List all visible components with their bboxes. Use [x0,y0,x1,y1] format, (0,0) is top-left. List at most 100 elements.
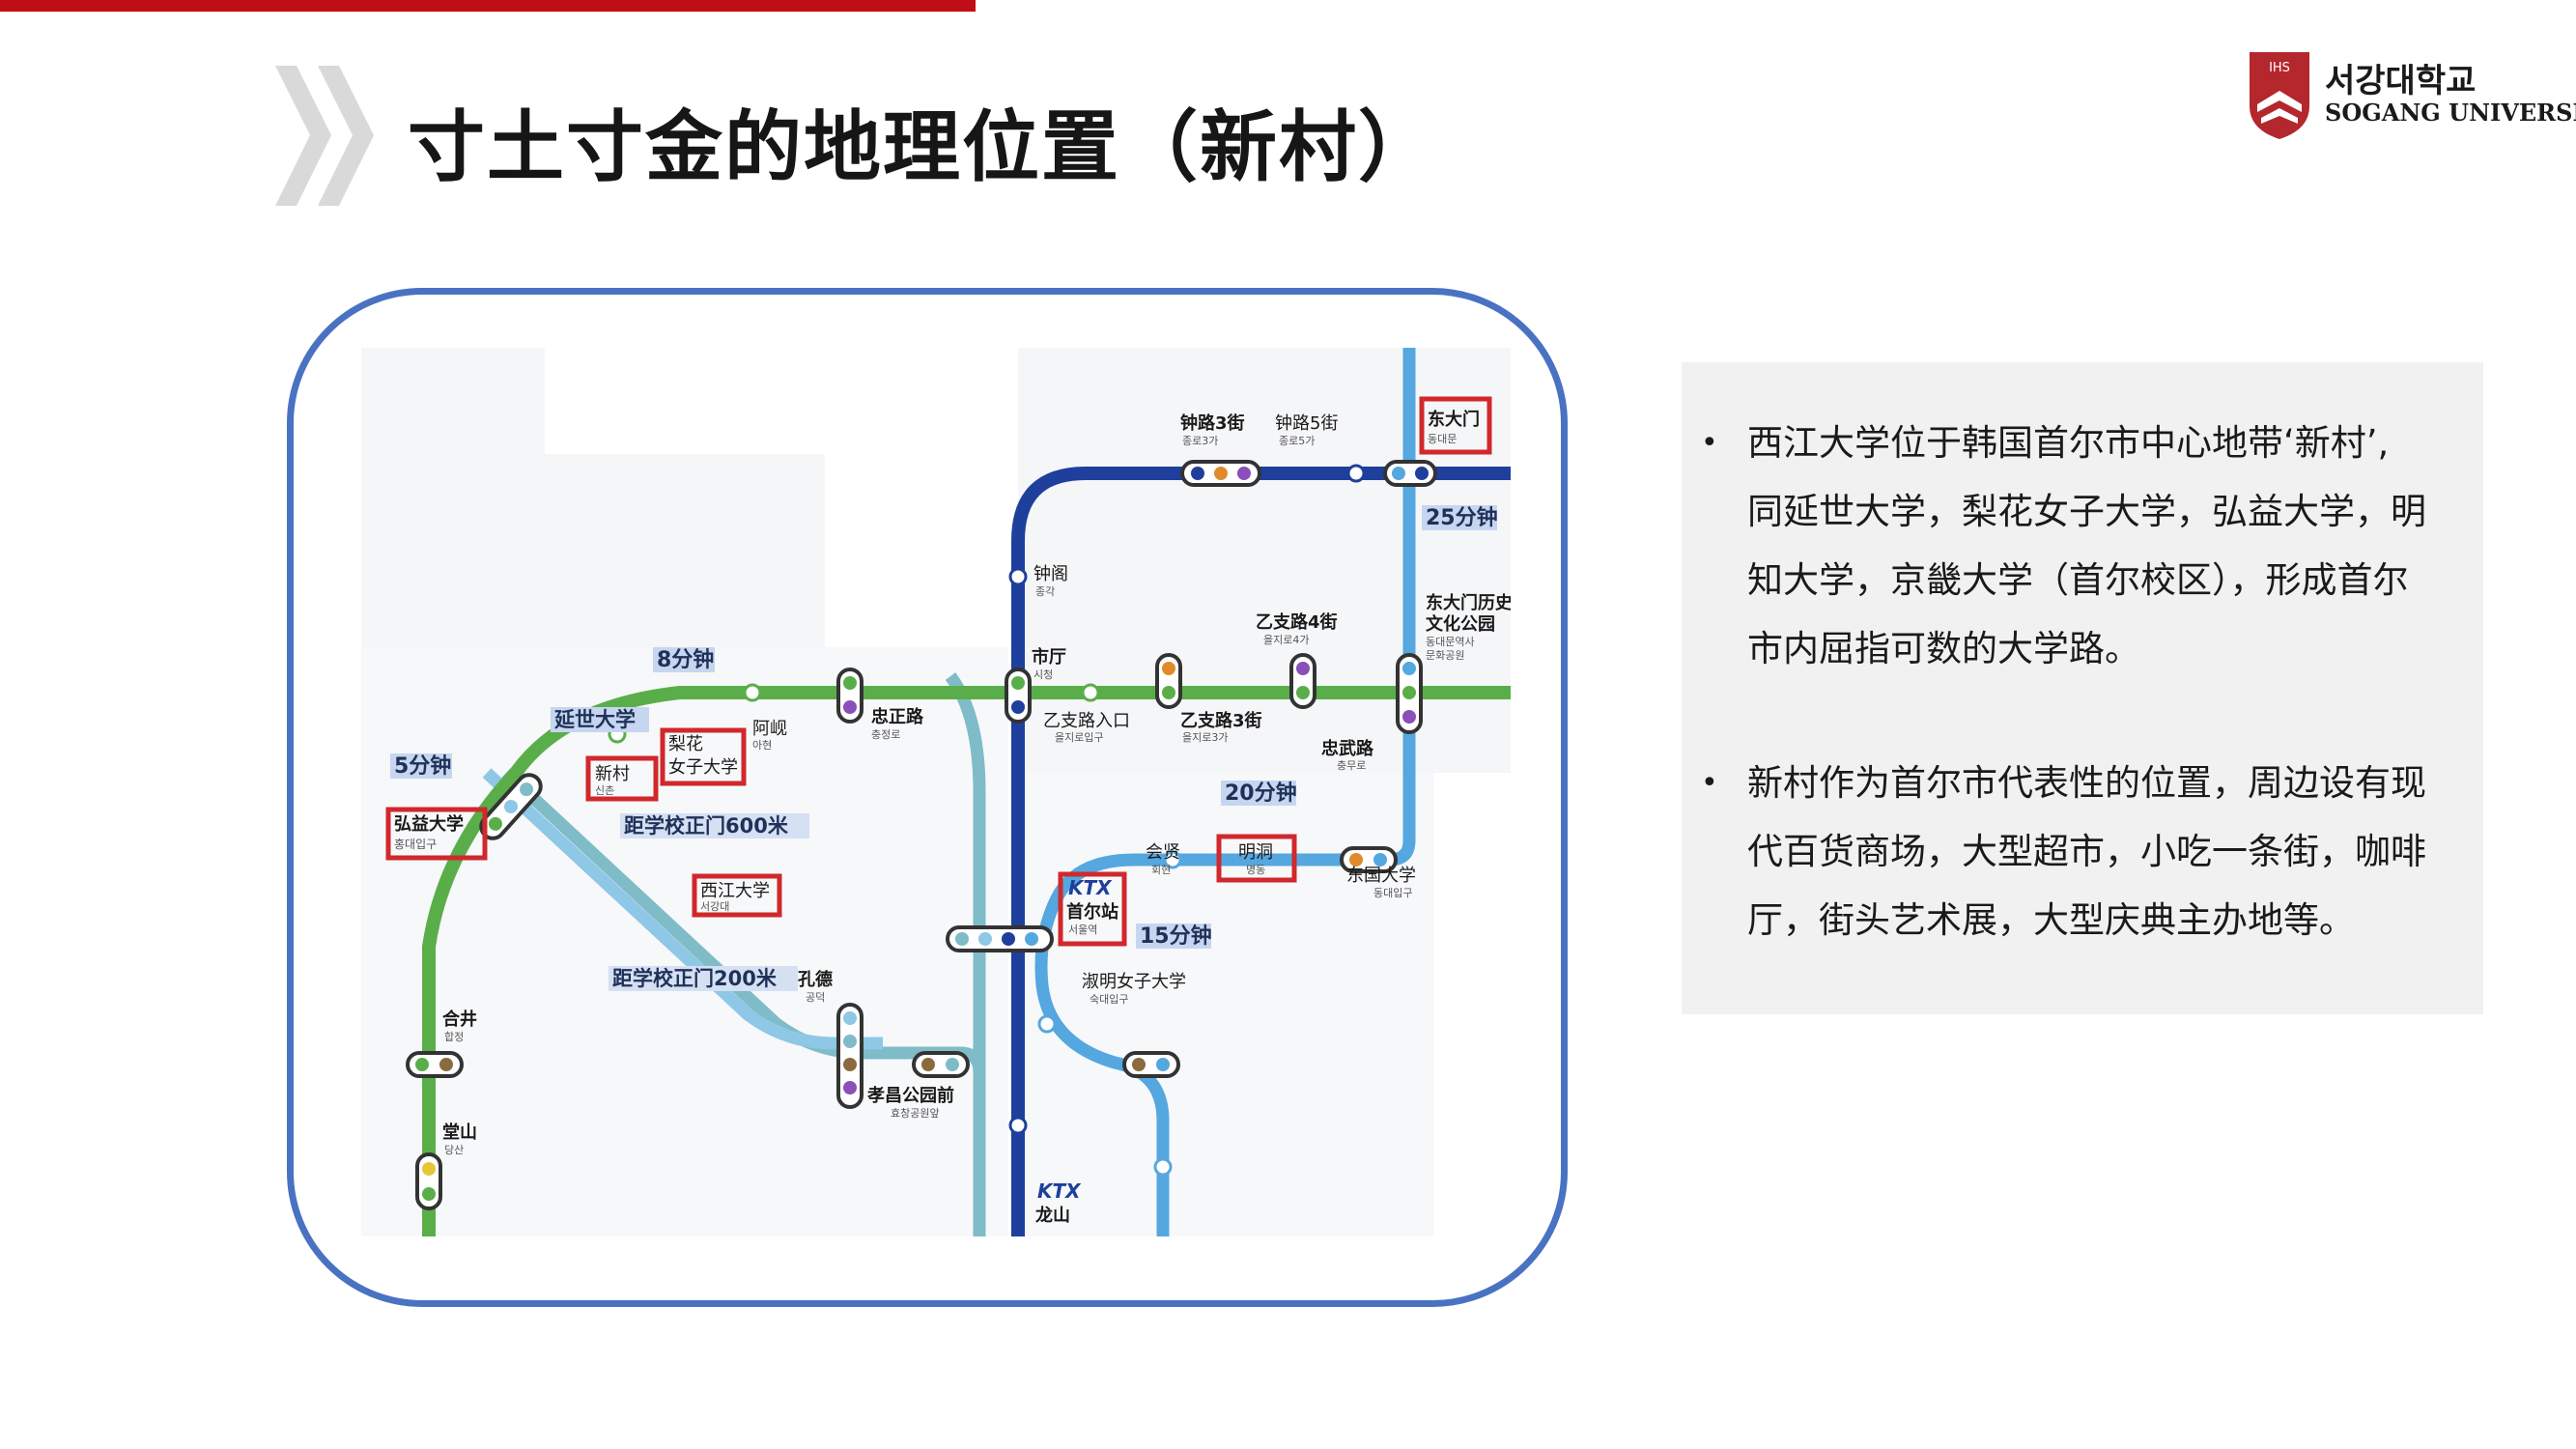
station-gongdeok-ko: 공덕 [806,991,825,1004]
station-ewha-1: 梨花 [668,734,703,754]
shield-icon: IHS [2250,52,2309,139]
subway-map: 5分钟 8分钟 20分钟 15分钟 25分钟 距学校正门600米 距学校正门20… [361,348,1511,1236]
station-pill [1005,668,1032,724]
station-yonsei: 延世大学 [553,708,636,731]
station-pill [1289,653,1316,709]
station-pill [1396,653,1423,734]
bullet-dot-icon: • [1701,766,1718,800]
highlight-box [692,873,782,918]
station-ddp-1: 东大门历史 [1426,592,1511,613]
station-pill [406,1051,464,1078]
station-ddp-ko-1: 동대문역사 [1426,636,1475,648]
bullet-dot-icon: • [1701,426,1718,460]
distance-label-200m: 距学校正门200米 [612,967,778,990]
station-euljiro-entrance: 乙支路入口 [1043,711,1130,731]
station-hoehyeon: 会贤 [1146,842,1180,863]
station-pill [479,773,543,840]
logo-english: SOGANG UNIVERSITY [2325,99,2576,127]
station-sinchon: 新村 [595,764,630,784]
map-frame: 5分钟 8分钟 20分钟 15分钟 25分钟 距学校正门600米 距学校正门20… [287,288,1568,1307]
station-ddp-ko-2: 문화공원 [1426,649,1464,662]
time-label-15min: 15分钟 [1140,923,1212,949]
station-jongno3: 钟路3街 [1180,412,1245,434]
station-myeongdong-ko: 명동 [1246,864,1265,876]
station-sogang: 西江大学 [700,881,770,901]
station-seoul: 首尔站 [1066,901,1118,923]
station-pill [946,925,1054,952]
station-jonggak-ko: 종각 [1035,585,1055,598]
info-paragraph-1: 西江大学位于韩国首尔市中心地带‘新村’, 同延世大学，梨花女子大学，弘益大学，明… [1747,422,2426,669]
info-paragraph-2: 新村作为首尔市代表性的位置，周边设有现 代百货商场，大型超市，小吃一条街，咖啡 … [1747,762,2426,941]
station-pill [1180,460,1261,487]
station-jongno3-ko: 종로3가 [1182,435,1218,447]
double-chevron-icon [275,66,374,206]
station-jonggak: 钟阁 [1033,564,1068,584]
station-dongdaemun: 东大门 [1428,409,1480,430]
station-jongno5-ko: 종로5가 [1279,435,1315,447]
station-hapjeong: 合井 [442,1009,477,1030]
station-seoul-ko: 서울역 [1068,923,1097,936]
highlight-box [385,807,488,861]
ktx-logo: KTX [1068,876,1113,899]
station-dongdaemun-ko: 동대문 [1428,433,1457,445]
time-label-25min: 25分钟 [1426,505,1498,530]
distance-label-600m: 距学校正门600米 [624,814,789,838]
station-pill [1383,460,1437,487]
station-pill [1122,1051,1180,1078]
station-hongdae-ko: 홍대입구 [394,838,437,851]
station-myeongdong: 明洞 [1238,842,1273,863]
time-label-8min: 8分钟 [657,647,714,672]
station-hoehyeon-ko: 회현 [1151,864,1171,876]
station-euljiro3: 乙支路3街 [1180,710,1262,731]
station-euljiro-entrance-ko: 을지로입구 [1055,731,1104,744]
highlight-box [660,727,747,786]
top-accent-bar [0,0,976,12]
station-cityhall: 市厅 [1032,646,1066,668]
station-sogang-ko: 서강대 [700,900,729,913]
highlight-box [1419,396,1492,455]
station-hyochang: 孝昌公园前 [866,1085,954,1106]
station-hyochang-ko: 효창공원앞 [891,1107,940,1120]
station-cityhall-ko: 시청 [1033,668,1053,681]
sogang-logo: IHS 서강대학교 SOGANG UNIVERSITY [2246,48,2576,145]
station-pill [1155,653,1182,709]
station-ahyeon-ko: 아현 [752,739,772,752]
station-pill [912,1051,970,1078]
time-label-20min: 20分钟 [1225,781,1297,806]
station-pill [1340,846,1398,873]
station-sinchon-ko: 신촌 [595,784,614,797]
station-euljiro4: 乙支路4街 [1256,611,1338,633]
station-hapjeong-ko: 합정 [444,1031,464,1043]
station-jongno5: 钟路5街 [1275,413,1338,434]
page-title: 寸土寸金的地理位置（新村） [408,102,1437,192]
station-pill [415,1152,442,1210]
station-chungjeongno-ko: 충정로 [871,728,900,741]
station-sookmyung: 淑明女子大学 [1082,972,1186,992]
station-yongsan: 龙山 [1035,1205,1070,1226]
station-chungmuro: 忠武路 [1321,738,1374,759]
info-panel: • 西江大学位于韩国首尔市中心地带‘新村’, 同延世大学，梨花女子大学，弘益大学… [1682,362,2483,1014]
station-ewha-2: 女子大学 [668,757,738,778]
ktx-logo-yongsan: KTX [1037,1179,1082,1203]
station-ahyeon: 阿岘 [752,719,787,739]
logo-korean: 서강대학교 [2325,62,2477,100]
station-gongdeok: 孔德 [798,969,833,990]
station-dongguk: 东国大学 [1346,866,1416,886]
station-euljiro3-ko: 을지로3가 [1182,731,1228,744]
station-sookmyung-ko: 숙대입구 [1090,993,1128,1006]
station-pill [836,668,863,724]
station-ddp-2: 文化公园 [1426,613,1495,635]
station-dangsan-ko: 당산 [444,1144,464,1156]
highlight-box [1216,834,1297,883]
station-chungjeongno: 忠正路 [871,706,924,727]
station-euljiro4-ko: 을지로4가 [1263,634,1309,646]
highlight-box [1058,871,1127,947]
station-pill [836,1003,863,1109]
station-hongdae: 弘益大学 [394,813,464,835]
station-chungmuro-ko: 충무로 [1337,759,1366,772]
station-dongguk-ko: 동대입구 [1373,887,1412,899]
shield-text: IHS [2269,61,2290,75]
time-label-5min: 5分钟 [394,753,451,779]
highlight-box [585,755,659,802]
station-dangsan: 堂山 [442,1122,477,1143]
